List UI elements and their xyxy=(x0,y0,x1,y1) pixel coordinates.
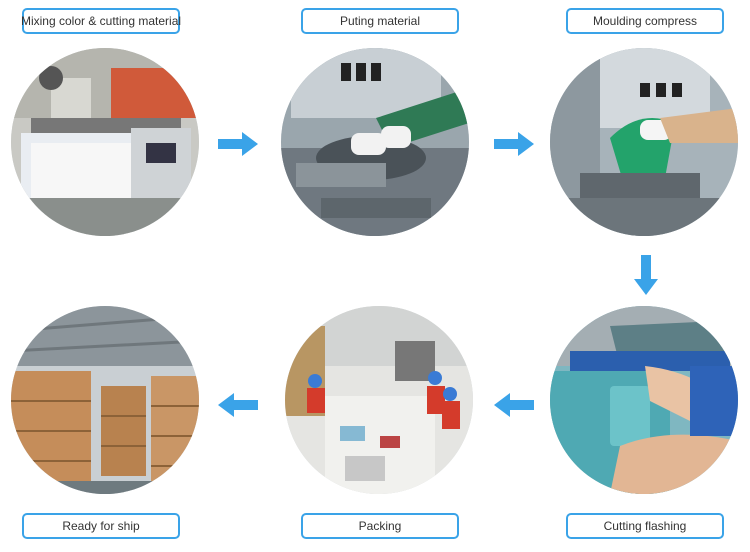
rolling-mill-photo xyxy=(11,48,199,236)
step-label-ready: Ready for ship xyxy=(22,513,180,539)
arrow-right-icon xyxy=(218,132,258,156)
step-label-text: Mixing color & cutting material xyxy=(20,14,182,28)
arrow-down-icon xyxy=(634,255,658,295)
step-label-cutting-flashing: Cutting flashing xyxy=(566,513,724,539)
mold-loading-photo xyxy=(281,48,469,236)
arrow-right-icon xyxy=(494,132,534,156)
packing-workshop-photo xyxy=(285,306,473,494)
step-label-text: Moulding compress xyxy=(592,14,698,28)
arrow-left-icon xyxy=(218,393,258,417)
step-label-text: Cutting flashing xyxy=(603,519,687,533)
step-label-packing: Packing xyxy=(301,513,459,539)
step-label-puting: Puting material xyxy=(301,8,459,34)
step-label-text: Puting material xyxy=(339,14,421,28)
step-label-moulding: Moulding compress xyxy=(566,8,724,34)
step-label-text: Packing xyxy=(358,519,402,533)
press-molding-photo xyxy=(550,48,738,236)
trimming-photo xyxy=(550,306,738,494)
step-label-text: Ready for ship xyxy=(62,519,140,533)
warehouse-photo xyxy=(11,306,199,494)
arrow-left-icon xyxy=(494,393,534,417)
step-label-mixing: Mixing color & cutting material xyxy=(20,8,182,34)
